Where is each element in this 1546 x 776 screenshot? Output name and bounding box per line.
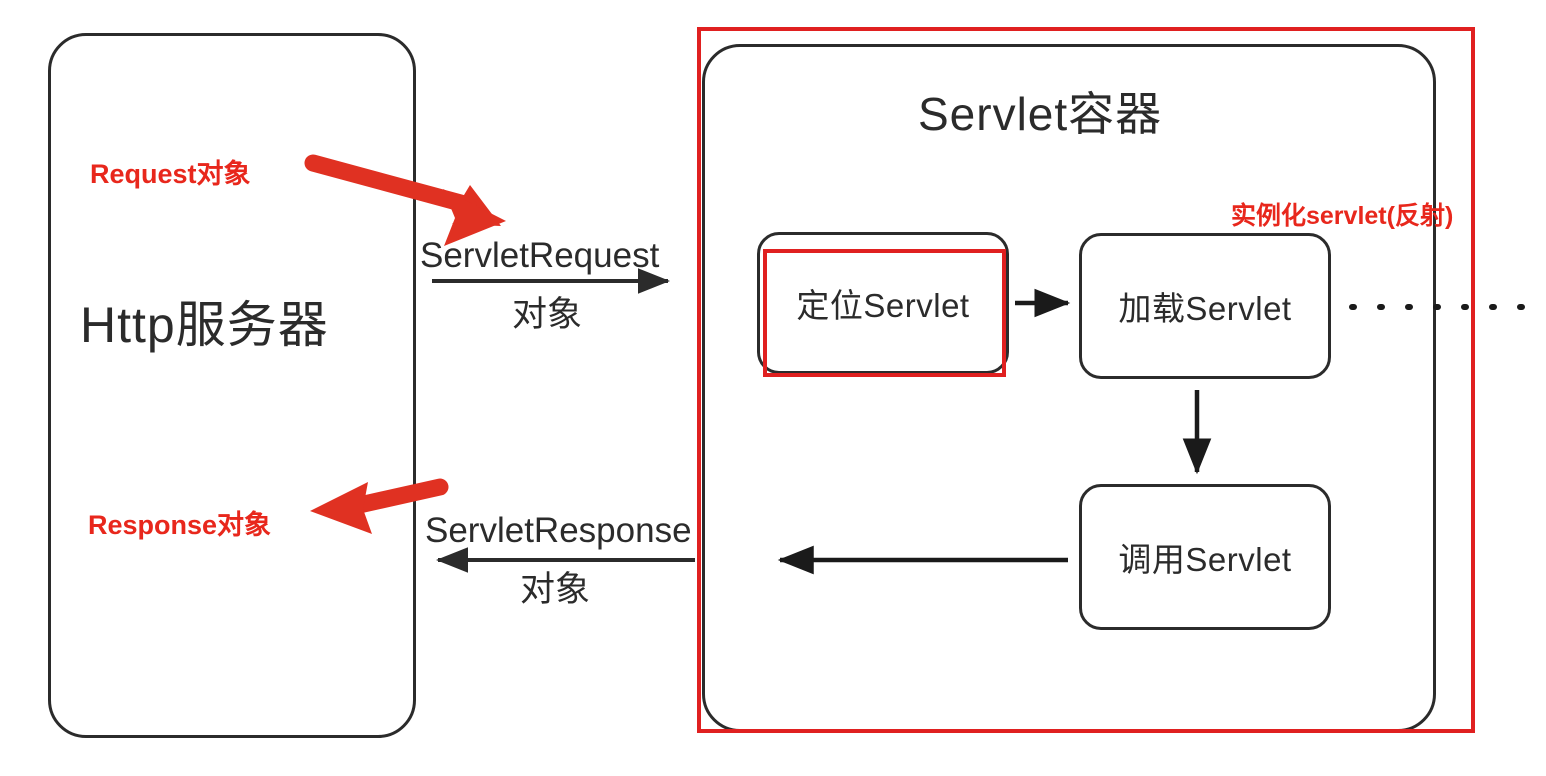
servlet-response-label-line1: ServletResponse [425,511,692,550]
step-box-invoke-servlet: 调用Servlet [1079,484,1331,630]
http-server-box [48,33,416,738]
instantiate-servlet-annotation: 实例化servlet(反射) [1231,202,1454,230]
servlet-request-label-line2: 对象 [512,295,583,334]
red-highlight-locate-servlet [763,249,1006,377]
http-server-title: Http服务器 [80,297,329,353]
step-box-load-servlet: 加载Servlet [1079,233,1331,379]
servlet-container-title: Servlet容器 [918,88,1163,140]
response-object-annotation: Response对象 [88,510,272,540]
servlet-request-label-line1: ServletRequest [420,236,660,275]
servlet-response-label-line2: 对象 [520,570,591,609]
request-object-annotation: Request对象 [90,159,251,189]
red-highlight-servlet-container [697,27,1475,733]
step-box-locate-servlet: 定位Servlet [757,232,1009,374]
